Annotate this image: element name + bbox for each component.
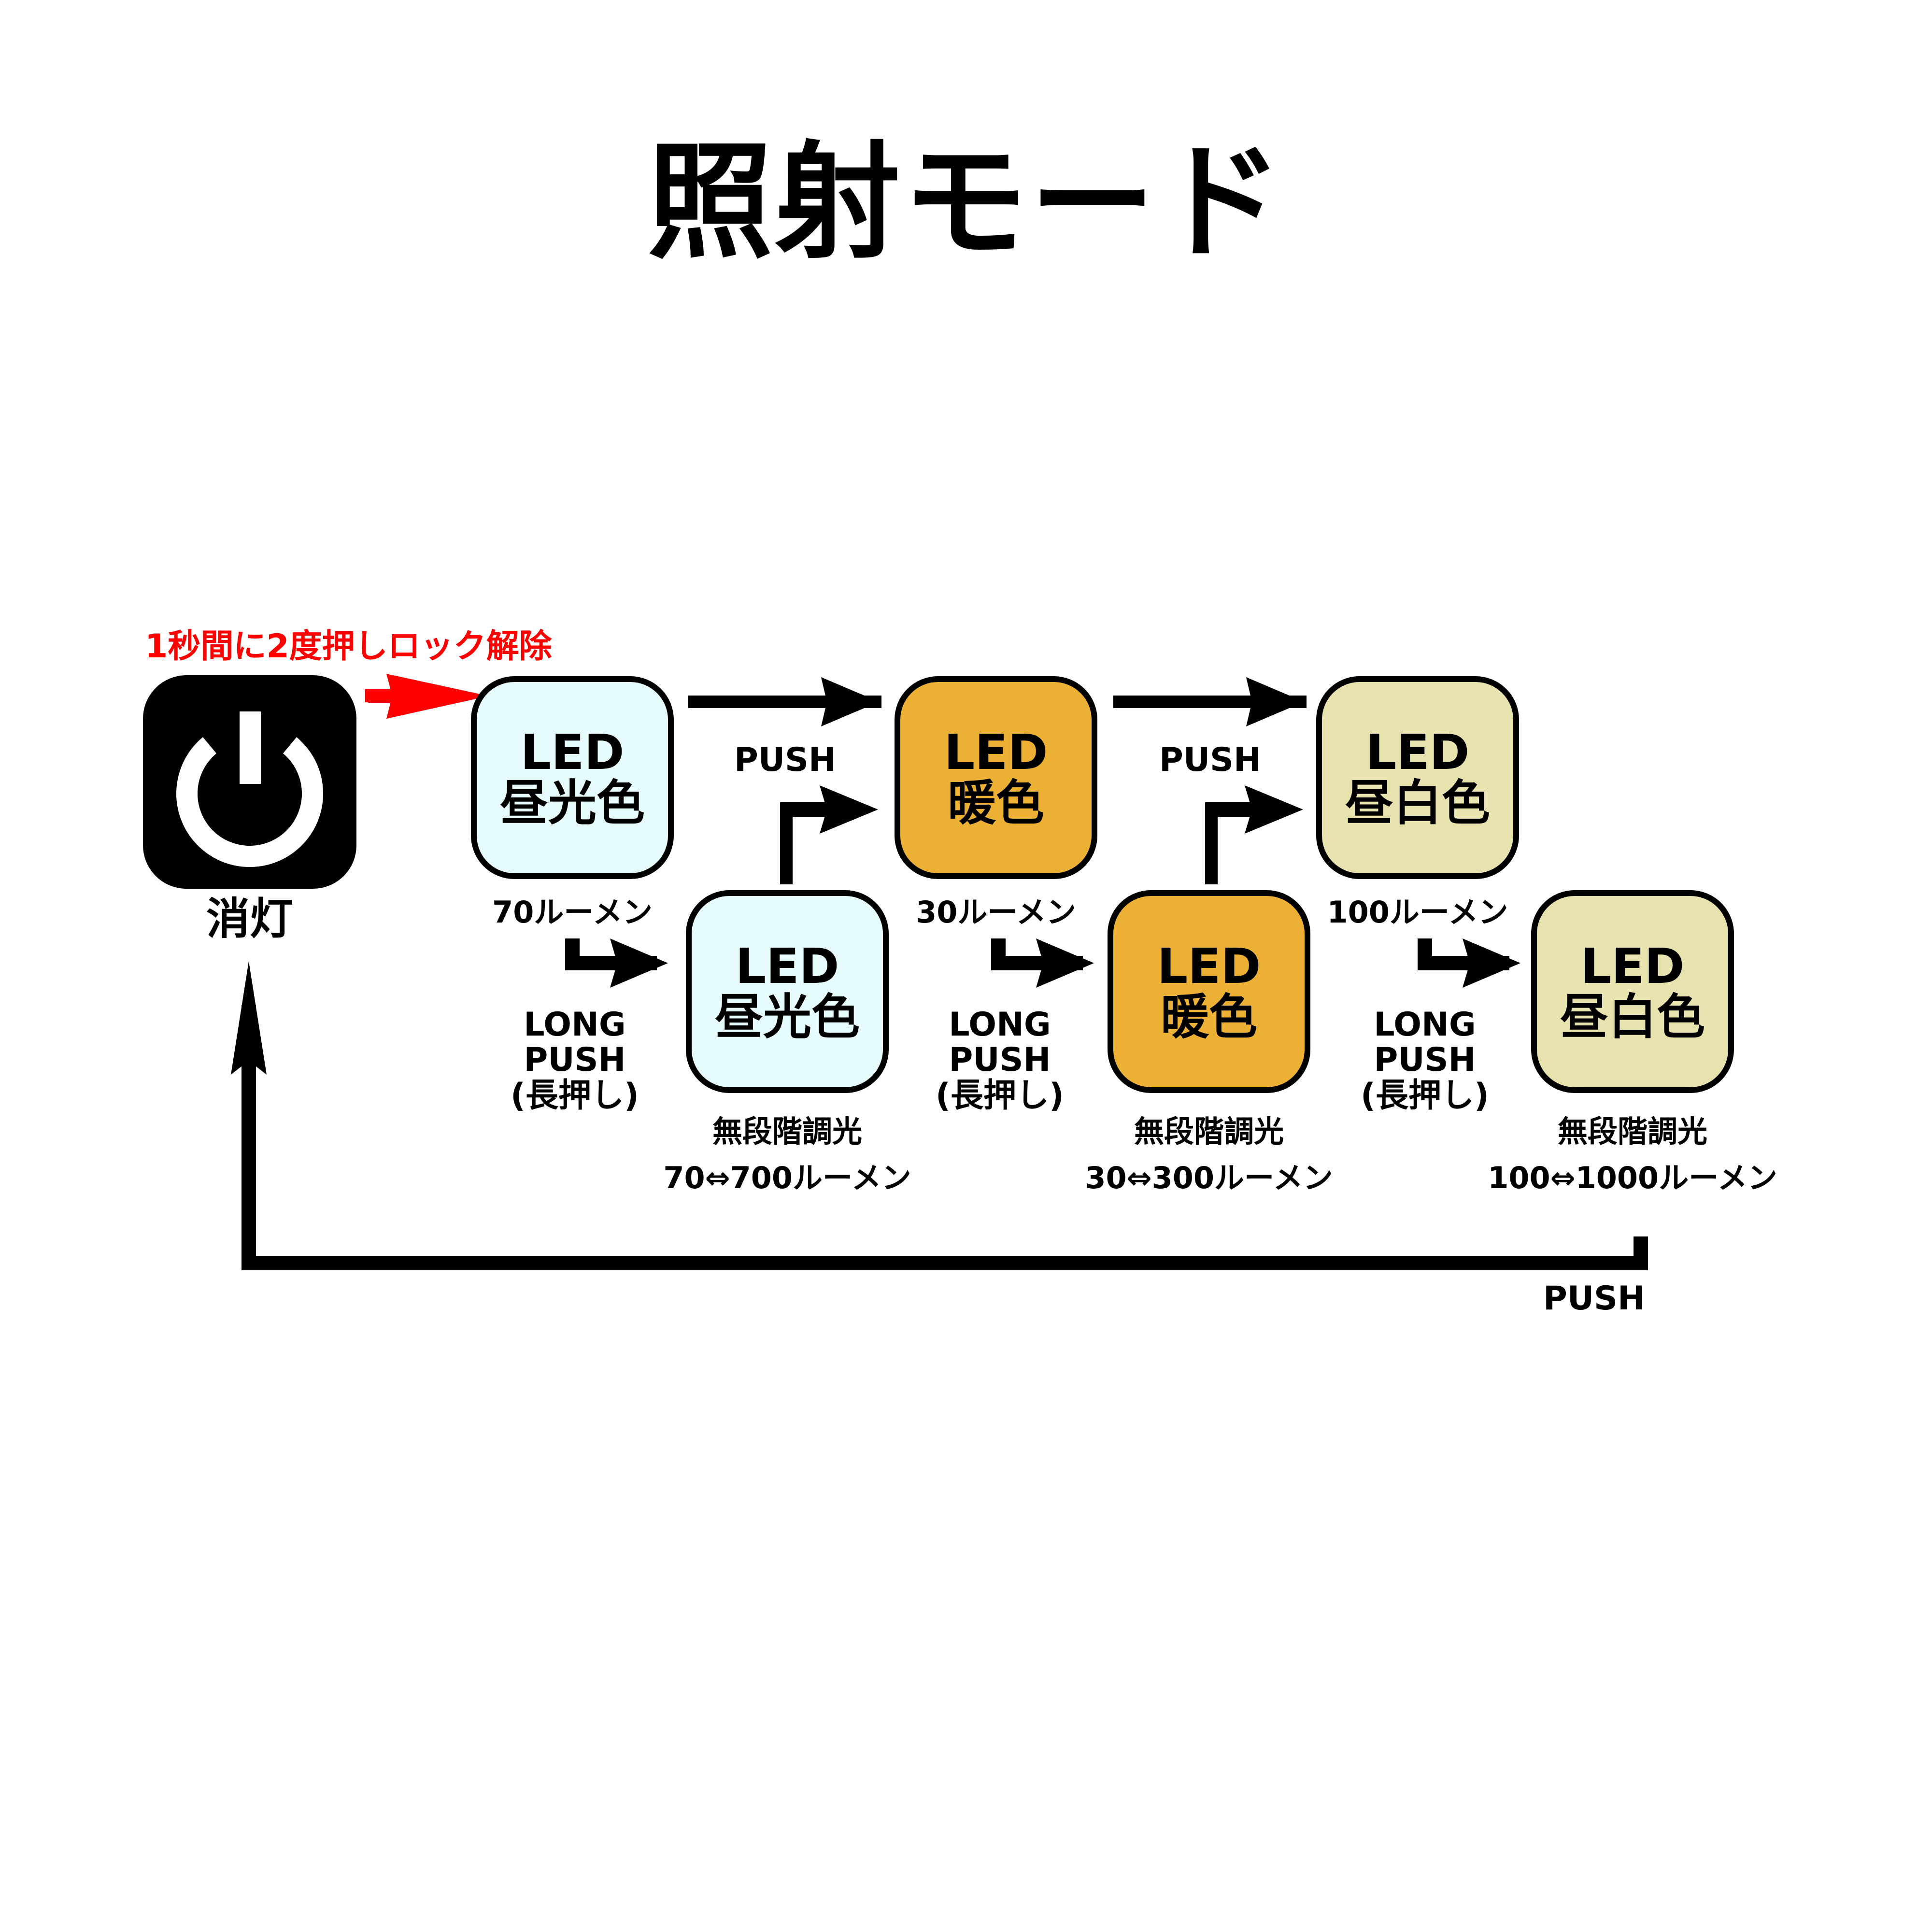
dim-info-neutral: 無段階調光 100⇔1000ルーメン xyxy=(1463,1108,1802,1201)
return-push-label: PUSH xyxy=(1543,1279,1645,1318)
mode-warm[interactable]: LED 暖色 xyxy=(895,676,1097,879)
long-push-label-2: LONG PUSH (長押し) xyxy=(923,1006,1077,1115)
long-push-line2: PUSH xyxy=(524,1041,626,1080)
bend-arrow-2 xyxy=(1205,785,1303,884)
mode-warm-dim-line1: LED xyxy=(1157,938,1261,994)
power-icon xyxy=(176,711,323,867)
dim-label-warm: 無段階調光 xyxy=(1134,1114,1284,1149)
off-label: 消灯 xyxy=(206,894,293,944)
lumen-warm: 30ルーメン xyxy=(916,895,1076,930)
dim-range-daylight: 70⇔700ルーメン xyxy=(663,1160,911,1196)
mode-warm-dim-line2: 暖色 xyxy=(1161,989,1257,1045)
mode-warm-dim[interactable]: LED 暖色 xyxy=(1108,890,1310,1093)
long-push-arrow-3 xyxy=(1418,938,1520,988)
mode-neutral-dim[interactable]: LED 昼白色 xyxy=(1531,890,1734,1093)
mode-daylight-dim-line2: 昼光色 xyxy=(715,989,860,1045)
mode-warm-line1: LED xyxy=(944,724,1048,781)
long-push-line3: (長押し) xyxy=(510,1076,639,1115)
long-push-line3: (長押し) xyxy=(935,1076,1065,1115)
mode-neutral-line1: LED xyxy=(1365,724,1470,781)
mode-neutral[interactable]: LED 昼白色 xyxy=(1316,676,1519,879)
push-label-2: PUSH xyxy=(1159,741,1261,779)
lumen-daylight: 70ルーメン xyxy=(492,895,653,930)
dim-label-daylight: 無段階調光 xyxy=(712,1114,862,1149)
long-push-line1: LONG xyxy=(949,1006,1051,1044)
unlock-arrow xyxy=(365,674,489,719)
mode-daylight-line2: 昼光色 xyxy=(500,775,645,831)
lumen-neutral: 100ルーメン xyxy=(1327,895,1508,930)
long-push-line1: LONG xyxy=(1374,1006,1476,1044)
dim-info-daylight: 無段階調光 70⇔700ルーメン xyxy=(618,1108,956,1201)
unlock-instruction: 1秒間に2度押しロック解除 xyxy=(145,627,552,666)
mode-warm-line2: 暖色 xyxy=(948,775,1044,831)
long-push-line2: PUSH xyxy=(1374,1041,1476,1080)
push-arrow-2 xyxy=(1113,677,1307,726)
long-push-label-1: LONG PUSH (長押し) xyxy=(497,1006,652,1115)
long-push-line2: PUSH xyxy=(949,1041,1051,1080)
mode-daylight[interactable]: LED 昼光色 xyxy=(471,676,674,879)
mode-neutral-dim-line2: 昼白色 xyxy=(1560,989,1705,1045)
push-label-1: PUSH xyxy=(734,741,836,779)
long-push-line3: (長押し) xyxy=(1360,1076,1490,1115)
mode-daylight-dim-line1: LED xyxy=(735,938,839,994)
dim-range-neutral: 100⇔1000ルーメン xyxy=(1488,1160,1777,1196)
page-title: 照射モード xyxy=(647,130,1285,276)
mode-neutral-dim-line1: LED xyxy=(1580,938,1685,994)
mode-daylight-line1: LED xyxy=(520,724,625,781)
return-arrow xyxy=(231,961,1648,1270)
dim-range-warm: 30⇔300ルーメン xyxy=(1085,1160,1333,1196)
mode-daylight-dim[interactable]: LED 昼光色 xyxy=(686,890,889,1093)
mode-neutral-line2: 昼白色 xyxy=(1345,775,1490,831)
long-push-arrow-1 xyxy=(565,938,668,988)
long-push-label-3: LONG PUSH (長押し) xyxy=(1348,1006,1502,1115)
dim-info-warm: 無段階調光 30⇔300ルーメン xyxy=(1040,1108,1378,1201)
bend-arrow-1 xyxy=(780,785,878,884)
long-push-arrow-2 xyxy=(991,938,1094,988)
dim-label-neutral: 無段階調光 xyxy=(1557,1114,1707,1149)
push-arrow-1 xyxy=(688,677,881,726)
power-button[interactable] xyxy=(143,675,356,889)
long-push-line1: LONG xyxy=(524,1006,626,1044)
